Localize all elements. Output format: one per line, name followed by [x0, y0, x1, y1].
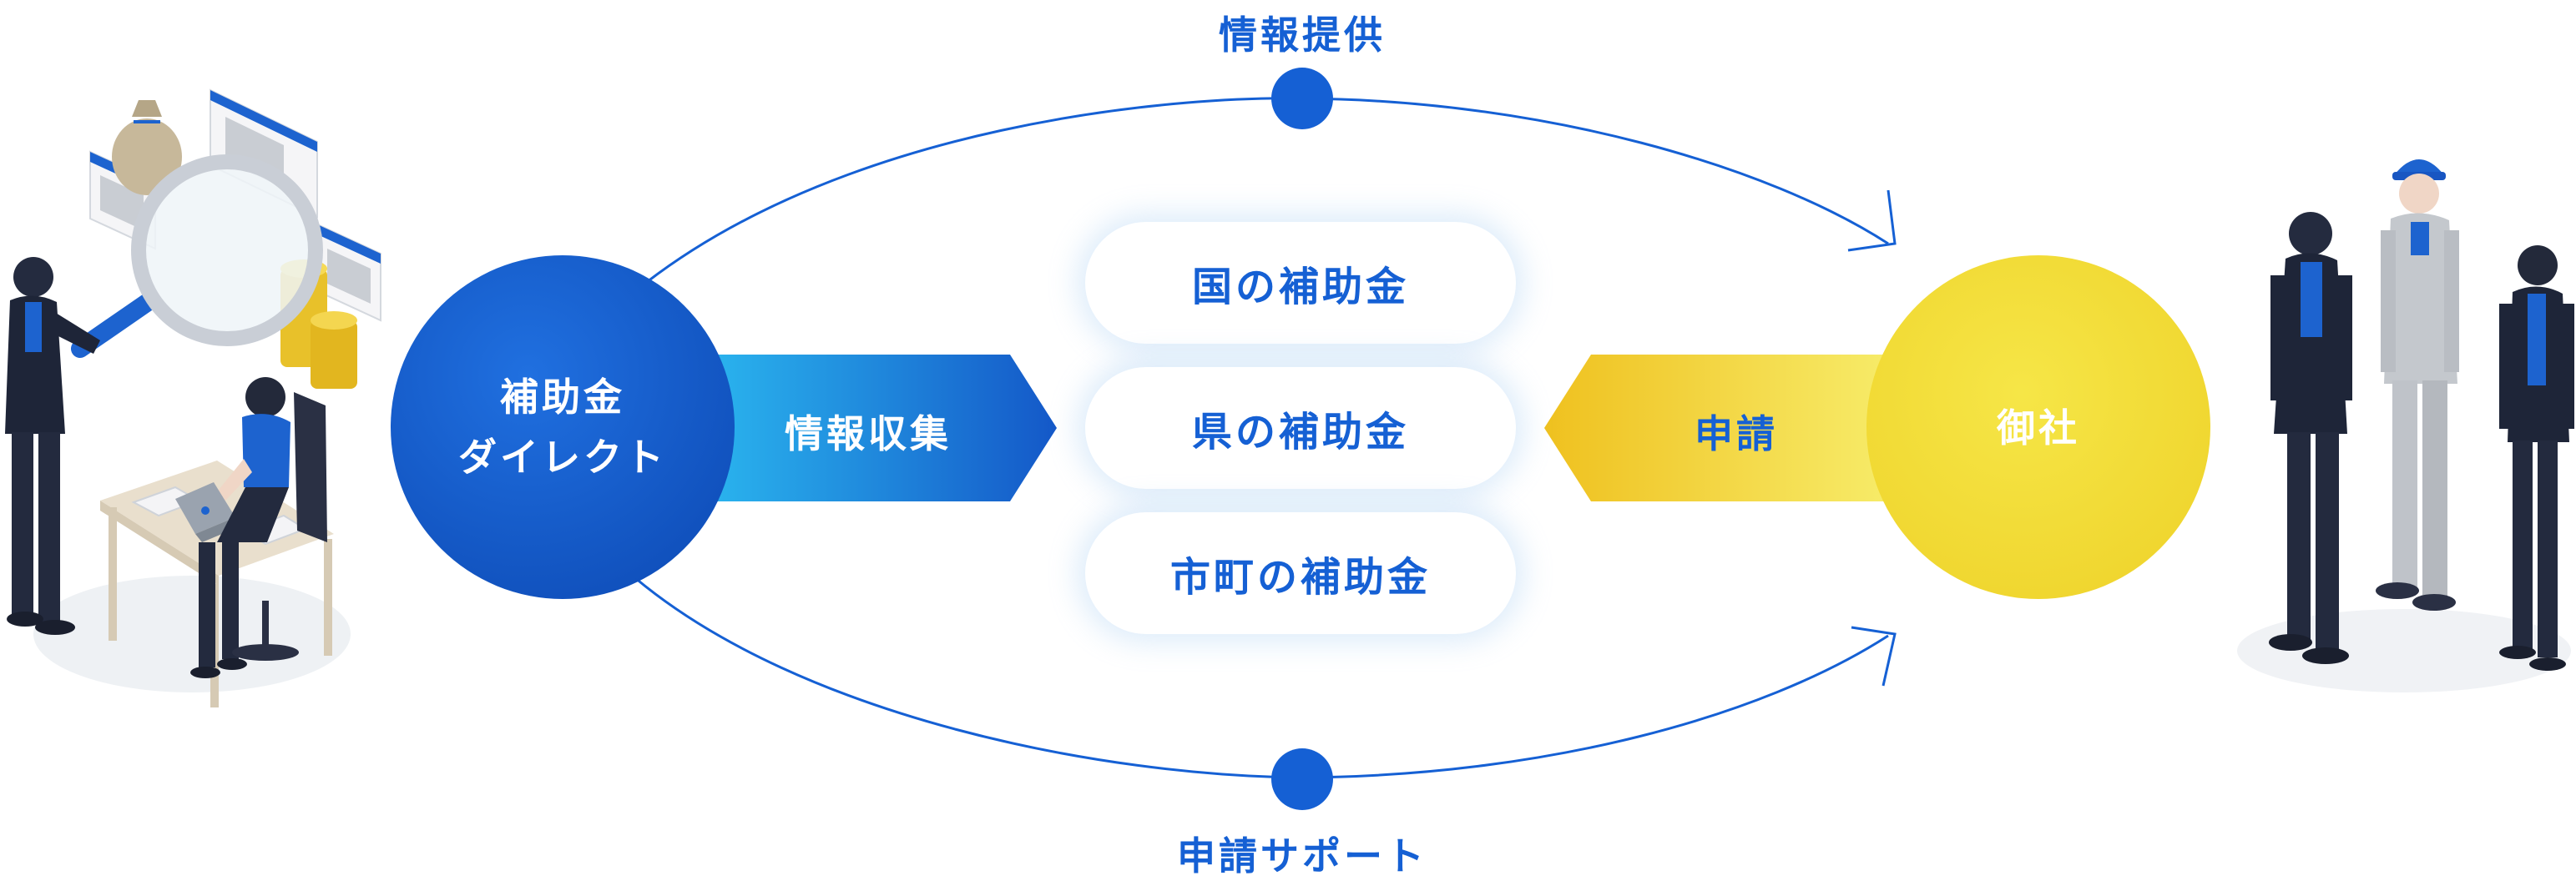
apply-arrow-label: 申請	[1695, 411, 1778, 456]
info-provision-label: 情報提供	[1219, 13, 1386, 58]
standing-man-figure	[5, 257, 100, 635]
coin-stack-icon	[280, 259, 357, 389]
seated-woman-figure	[175, 377, 327, 678]
collect-arrow	[710, 355, 1057, 501]
info-provision-arrowhead	[1847, 189, 1897, 252]
application-support-label: 申請サポート	[1177, 833, 1427, 878]
browser-window-icon	[315, 222, 381, 322]
client-company-name: 御社	[1997, 405, 2080, 451]
info-provision-dot	[1271, 68, 1333, 129]
research-illustration	[5, 88, 381, 707]
application-support-arrowhead	[1851, 626, 1897, 687]
company-staff-illustration	[2237, 159, 2574, 692]
application-support-dot	[1271, 748, 1333, 810]
staff-worker-figure	[2376, 159, 2459, 611]
staff-woman-figure	[2499, 245, 2574, 671]
subsidy-prefecture: 県の補助金	[1085, 367, 1516, 489]
collect-arrow-label: 情報収集	[785, 411, 952, 456]
subsidy-direct-line2: ダイレクト	[458, 435, 667, 480]
staff-man-figure	[2269, 212, 2352, 664]
subsidy-national: 国の補助金	[1085, 222, 1516, 344]
subsidy-direct-line1: 補助金	[500, 375, 625, 420]
subsidy-municipal: 市町の補助金	[1085, 512, 1516, 634]
subsidy-direct-name: 補助金 ダイレクト	[434, 367, 691, 487]
money-bag-icon	[112, 100, 182, 195]
subsidy-direct-circle	[391, 255, 735, 599]
apply-arrow	[1544, 355, 1895, 501]
client-company-circle	[1866, 255, 2210, 599]
